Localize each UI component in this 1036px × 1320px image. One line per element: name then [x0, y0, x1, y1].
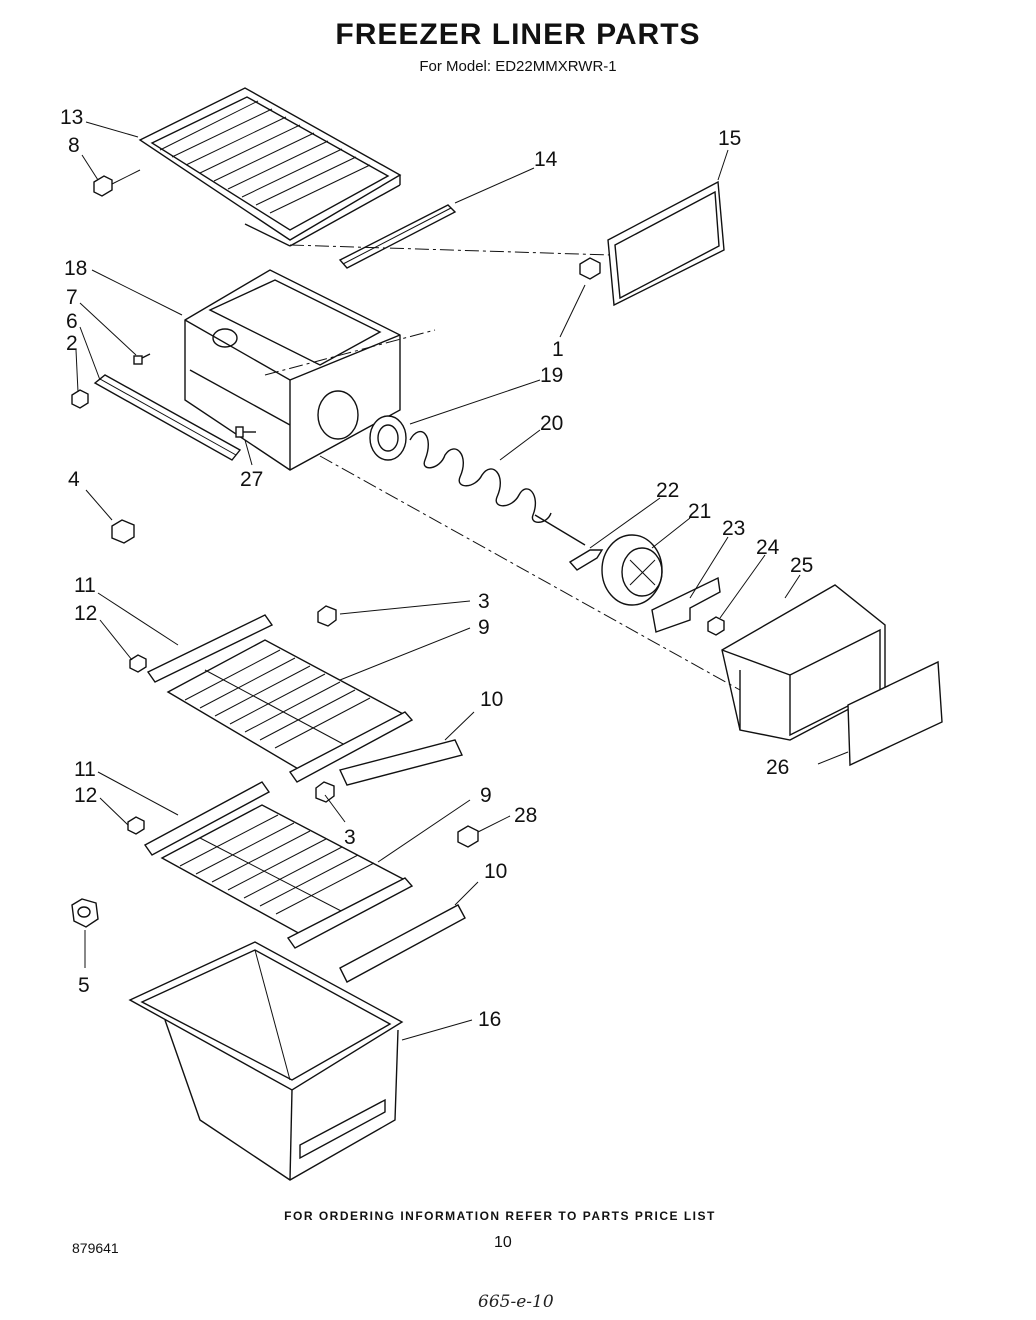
callout-4: 4: [68, 468, 80, 491]
callout-23: 23: [722, 517, 745, 540]
part-6-bracket: [93, 374, 242, 461]
callout-13: 13: [60, 106, 83, 129]
part-8-clip: [93, 169, 141, 197]
part-9-shelf-lower: [160, 804, 414, 949]
alignment-line: [319, 455, 741, 691]
part-16-drawer: [128, 941, 404, 1181]
callout-8: 8: [68, 134, 80, 157]
callout-12-lower: 12: [74, 784, 97, 807]
callout-6: 6: [66, 310, 78, 333]
callout-18: 18: [64, 257, 87, 280]
part-4-fastener: [111, 519, 135, 544]
part-3-clip-upper: [317, 605, 337, 627]
callout-3-lower: 3: [344, 826, 356, 849]
part-26-door: [847, 660, 943, 767]
callout-3-upper: 3: [478, 590, 490, 613]
callout-9-upper: 9: [478, 616, 490, 639]
callout-labels: 13 8 14 15 18 7 6 2 1 19 20 27 4 22 21 2…: [60, 106, 813, 1031]
callout-24: 24: [756, 536, 780, 559]
part-22-blade: [568, 549, 604, 571]
part-7-screw: [133, 353, 151, 365]
page-title: FREEZER LINER PARTS: [335, 18, 701, 51]
part-1-clip: [579, 257, 601, 280]
page-number: 10: [494, 1234, 512, 1251]
part-21-drum: [601, 534, 663, 606]
handwritten-annotation: 665-e-10: [478, 1292, 554, 1312]
callout-26: 26: [766, 756, 789, 779]
part-9-shelf-upper: [166, 639, 414, 783]
callout-1: 1: [552, 338, 564, 361]
callout-19: 19: [540, 364, 563, 387]
part-14-trim: [338, 204, 457, 269]
part-2-clip: [71, 389, 89, 409]
ordering-note: FOR ORDERING INFORMATION REFER TO PARTS …: [284, 1209, 716, 1223]
callout-21: 21: [688, 500, 711, 523]
alignment-line: [264, 329, 436, 376]
callout-10-upper: 10: [480, 688, 503, 711]
callout-28: 28: [514, 804, 537, 827]
part-11-rail-lower: [143, 781, 271, 856]
callout-5: 5: [78, 974, 90, 997]
part-10-trim-lower: [339, 904, 466, 983]
part-23-bracket: [651, 576, 721, 633]
callout-11-lower: 11: [74, 758, 96, 781]
callout-15: 15: [718, 127, 741, 150]
model-subtitle: For Model: ED22MMXRWR-1: [419, 58, 617, 75]
part-12-clip-lower: [127, 816, 145, 835]
callout-12-upper: 12: [74, 602, 97, 625]
part-3-clip-lower: [315, 781, 335, 803]
part-13-top-shelf: [138, 87, 402, 247]
callout-14: 14: [534, 148, 558, 171]
part-18-housing: [184, 269, 401, 471]
part-20-spring: [409, 430, 586, 546]
part-15-frame: [607, 180, 725, 307]
callout-10-lower: 10: [484, 860, 507, 883]
callout-7: 7: [66, 286, 78, 309]
part-12-clip-upper: [129, 654, 147, 673]
document-number: 879641: [72, 1240, 119, 1256]
callout-2: 2: [66, 332, 78, 355]
part-25-bucket: [721, 584, 886, 741]
callout-11-upper: 11: [74, 574, 96, 597]
callout-leaders: [75, 121, 849, 1041]
part-28-clip: [457, 825, 479, 848]
part-24-nut: [707, 616, 725, 636]
callout-16: 16: [478, 1008, 501, 1031]
part-27-screw: [235, 426, 256, 438]
alignment-line: [289, 244, 611, 256]
callout-27: 27: [240, 468, 263, 491]
callout-22: 22: [656, 479, 679, 502]
part-11-rail-upper: [146, 614, 274, 683]
part-19-bearing: [369, 415, 407, 461]
callout-20: 20: [540, 412, 563, 435]
callout-25: 25: [790, 554, 813, 577]
part-10-trim-upper: [339, 739, 463, 786]
part-5-knob: [71, 898, 99, 928]
callout-9-lower: 9: [480, 784, 492, 807]
